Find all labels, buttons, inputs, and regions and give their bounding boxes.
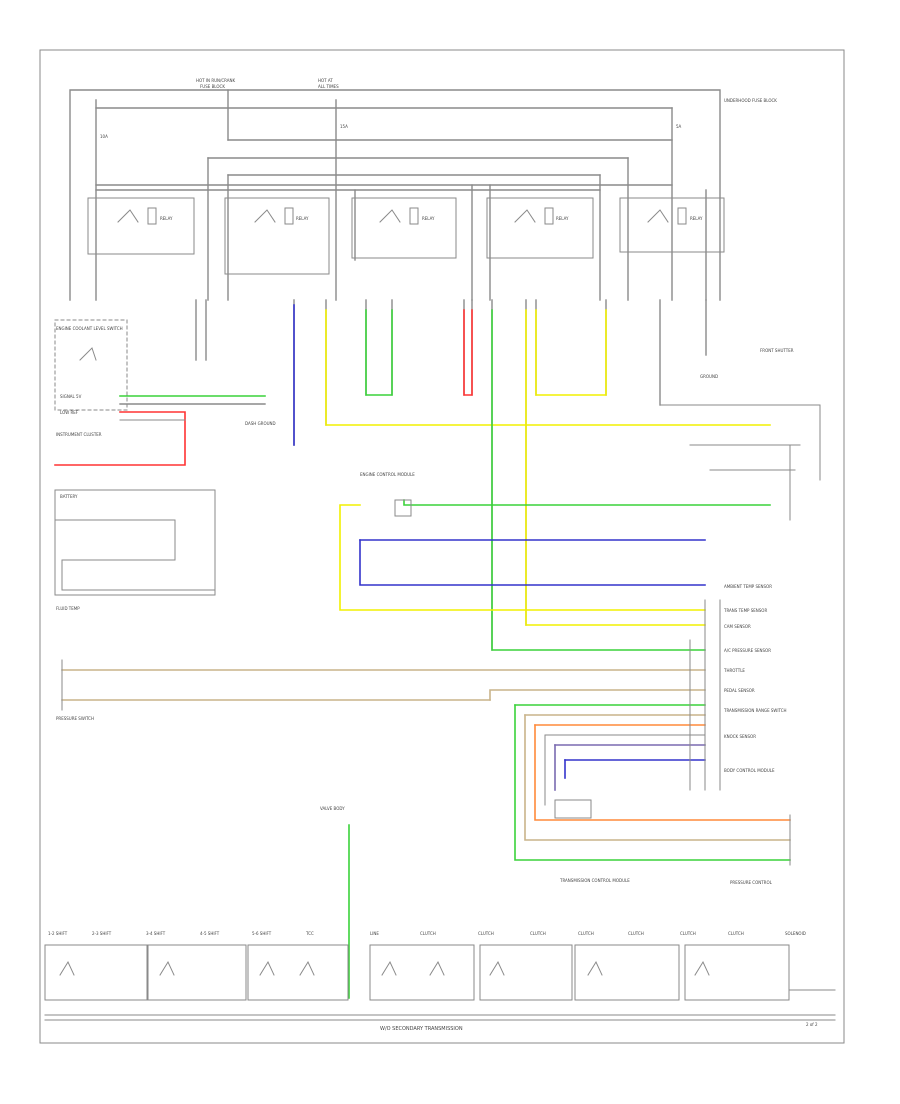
label-footer: W/O SECONDARY TRANSMISSION	[380, 1026, 463, 1032]
label-ac-pressure: A/C PRESSURE SENSOR	[724, 648, 771, 653]
relay-box-5	[619, 197, 725, 253]
label-instrument-cluster: INSTRUMENT CLUSTER	[56, 432, 102, 437]
label-relay-1: RELAY	[160, 216, 173, 221]
label-engine-coolant: ENGINE COOLANT LEVEL SWITCH	[56, 326, 123, 331]
relay-group	[87, 197, 725, 275]
label-underhood-fuse: UNDERHOOD FUSE BLOCK	[724, 98, 777, 103]
label-dash-ground: DASH GROUND	[245, 421, 276, 426]
label-fuse-block: FUSE BLOCK	[200, 84, 225, 89]
label-gear-6: TCC	[305, 931, 314, 936]
wire-blue-3	[359, 539, 706, 586]
label-all-times: ALL TIMES	[318, 84, 339, 89]
label-ecm: ENGINE CONTROL MODULE	[360, 472, 415, 477]
label-gear-13: CLUTCH	[680, 931, 696, 936]
label-low-ref: LOW REF	[60, 410, 79, 415]
switch-row	[44, 944, 836, 1021]
label-gear-11: CLUTCH	[578, 931, 594, 936]
connector-box	[394, 499, 412, 517]
label-hot-run-crank: HOT IN RUN/CRANK	[196, 78, 236, 83]
label-gear-14: CLUTCH	[728, 931, 744, 936]
relay-box-2	[224, 197, 330, 275]
label-ground: GROUND	[700, 374, 718, 379]
label-gear-2: 2-3 SHIFT	[92, 931, 112, 936]
label-signal-5v: SIGNAL 5V	[60, 394, 82, 399]
wire-yellow-3	[339, 504, 706, 611]
wire-red-loop	[463, 309, 473, 396]
label-pressure-sol: PRESSURE CONTROL	[730, 880, 773, 885]
label-trans-range: TRANSMISSION RANGE SWITCH	[723, 708, 787, 713]
left-sensor-wires	[61, 659, 706, 711]
label-fuse-15a: 15A	[340, 124, 348, 129]
label-ambient: AMBIENT TEMP SENSOR	[724, 584, 772, 589]
relay-box-1	[87, 197, 195, 255]
label-gear-3: 3-4 SHIFT	[146, 931, 166, 936]
label-throttle: THROTTLE	[723, 668, 745, 673]
label-battery: BATTERY	[60, 494, 78, 499]
trans-temp-area	[54, 489, 216, 596]
label-trans-control: TRANSMISSION CONTROL MODULE	[559, 878, 630, 883]
label-gear-15: SOLENOID	[785, 931, 806, 936]
relay-outputs	[195, 299, 707, 651]
label-gear-4: 4-5 SHIFT	[200, 931, 220, 936]
wire-green-loop	[365, 309, 393, 396]
label-trans-temp: TRANS TEMP SENSOR	[723, 608, 767, 613]
diagram-border	[39, 49, 845, 1044]
relay-box-4	[486, 197, 594, 259]
label-knock: KNOCK SENSOR	[724, 734, 756, 739]
label-fuse-5a: 5A	[676, 124, 682, 129]
label-fluid-temp: FLUID TEMP	[56, 606, 80, 611]
right-connector-column	[659, 404, 821, 521]
wire-yellow-loop	[535, 309, 607, 396]
label-gear-12: CLUTCH	[628, 931, 644, 936]
relay-box-3	[351, 197, 457, 259]
label-relay-3: RELAY	[422, 216, 435, 221]
label-relay-4: RELAY	[556, 216, 569, 221]
label-cam-sensor: CAM SENSOR	[724, 624, 751, 629]
label-gear-8: CLUTCH	[420, 931, 436, 936]
label-relay-5: RELAY	[690, 216, 703, 221]
label-gear-7: LINE	[370, 931, 379, 936]
label-valve-body: VALVE BODY	[320, 806, 345, 811]
wire-green-1	[491, 309, 706, 651]
label-relay-2: RELAY	[296, 216, 309, 221]
label-hot-at: HOT AT	[318, 78, 333, 83]
tcm-bundle	[514, 599, 791, 866]
label-page-no: 2 of 2	[806, 1022, 818, 1027]
diagram-labels: HOT IN RUN/CRANK FUSE BLOCK HOT AT ALL T…	[48, 78, 818, 1032]
label-gear-5: 5-6 SHIFT	[252, 931, 272, 936]
label-gear-1: 1-2 SHIFT	[48, 931, 68, 936]
label-front-shutter: FRONT SHUTTER	[760, 348, 794, 353]
label-pressure-switch: PRESSURE SWITCH	[56, 716, 94, 721]
power-bus	[69, 89, 721, 301]
wire-green-2	[403, 499, 771, 506]
coolant-switch-area	[54, 319, 266, 466]
label-gear-9: CLUTCH	[478, 931, 494, 936]
label-gear-10: CLUTCH	[530, 931, 546, 936]
label-pedal: PEDAL SENSOR	[724, 688, 755, 693]
wire-yellow-1	[325, 309, 771, 426]
label-module: BODY CONTROL MODULE	[724, 768, 775, 773]
wire-yellow-2	[525, 309, 706, 626]
label-fuse-10a: 10A	[100, 134, 108, 139]
